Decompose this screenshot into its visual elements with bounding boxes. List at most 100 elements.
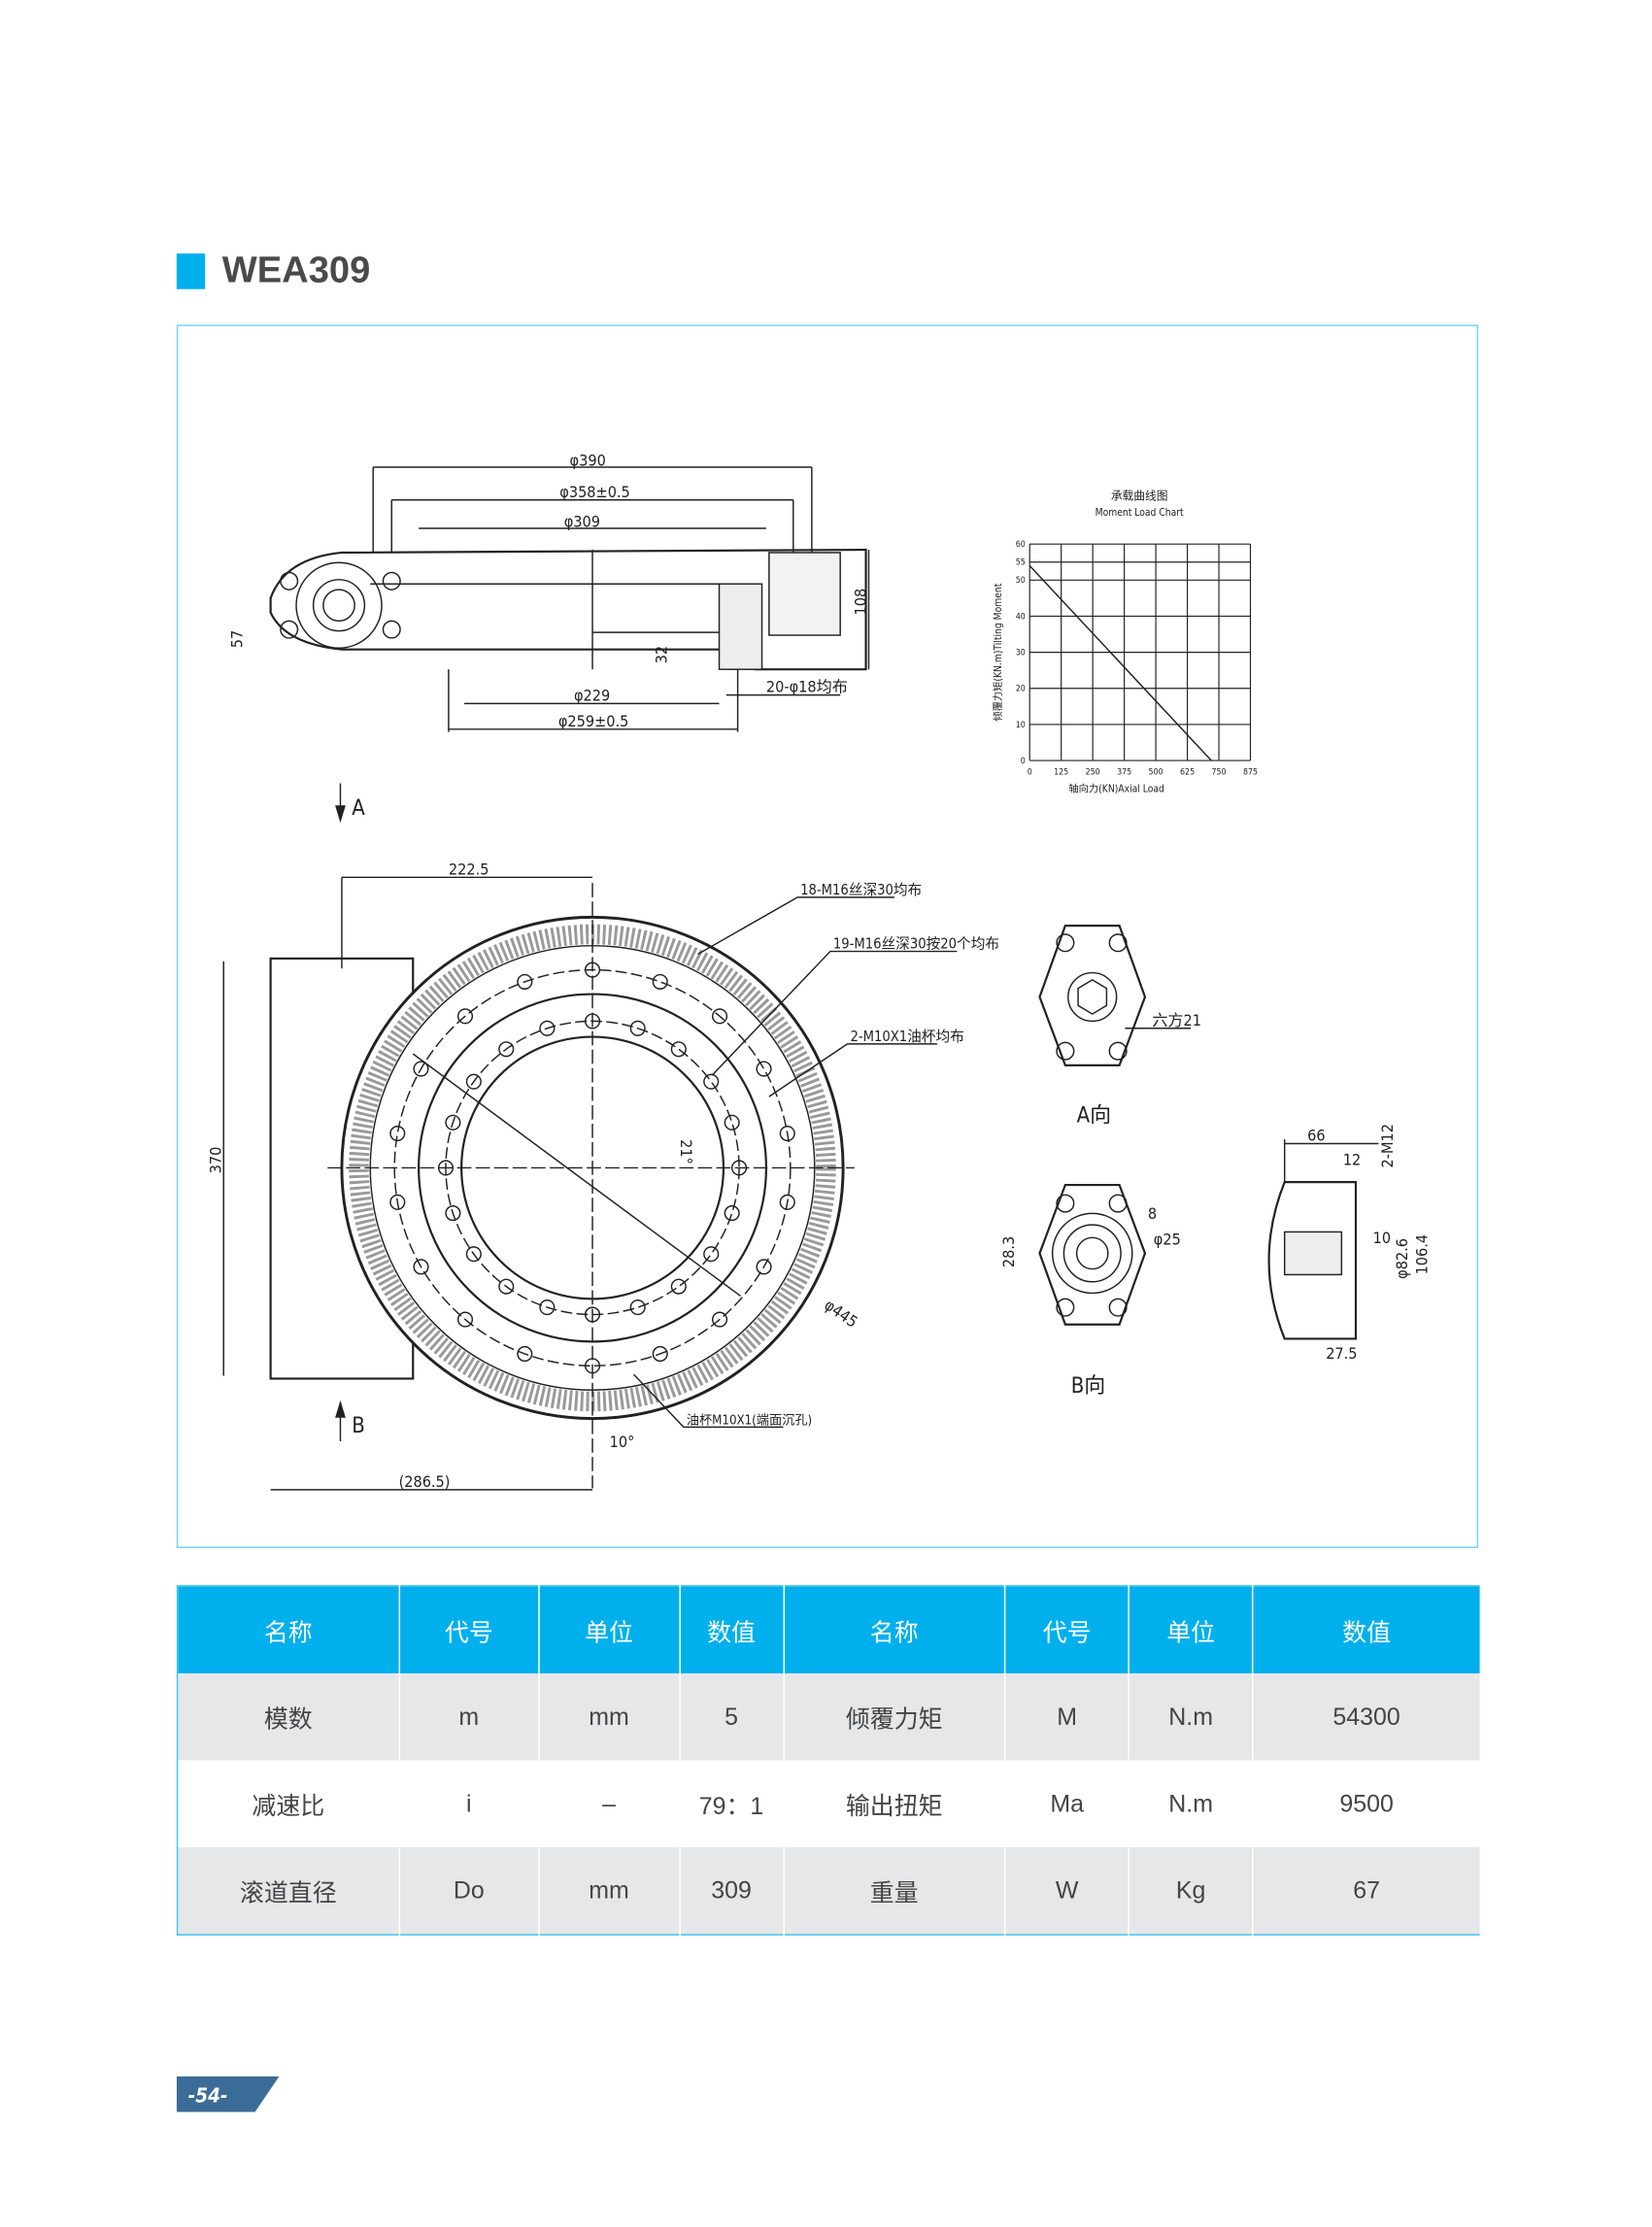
bolt-hole (730, 1160, 748, 1176)
bolt-hole (711, 1311, 728, 1328)
title-marker (176, 253, 206, 289)
page-number: -54- (188, 2083, 228, 2107)
table-cell: Kg (1129, 1846, 1254, 1936)
column-header: 代号 (399, 1585, 540, 1674)
table-cell: 减速比 (177, 1760, 400, 1847)
table-cell: 67 (1252, 1846, 1482, 1936)
svg-text:A: A (352, 796, 365, 821)
view-a: 六方21 A向 (1038, 925, 1201, 1129)
bolt-hole (389, 1125, 406, 1142)
section-view: 66 12 2-M12 10 φ82.6 106.4 27.5 (1267, 1124, 1431, 1363)
hex-label: 六方21 (1152, 1011, 1201, 1029)
table-cell: N.m (1129, 1760, 1254, 1847)
dim-10: 10 (1373, 1229, 1391, 1247)
bolt-hole (465, 1246, 482, 1263)
bolt-hole (584, 1358, 601, 1374)
dim-12: 12 (1343, 1151, 1361, 1169)
moment-load-chart: 承载曲线图 Moment Load Chart 轴向力(KN)Axial Loa… (992, 489, 1258, 795)
dim-259: φ259±0.5 (558, 712, 628, 730)
chart-title: 承载曲线图 (1111, 489, 1168, 503)
table-cell: 54300 (1252, 1673, 1482, 1761)
bolt-hole (517, 1345, 533, 1363)
bolt-hole (456, 1008, 474, 1025)
table-cell: Do (399, 1846, 540, 1936)
column-header: 数值 (1252, 1585, 1482, 1674)
table-cell: 309 (679, 1846, 785, 1936)
table-cell: 79：1 (679, 1760, 785, 1847)
table-cell: 输出扭矩 (783, 1760, 1006, 1847)
table-cell: mm (538, 1846, 681, 1936)
column-header: 数值 (679, 1585, 785, 1674)
dim-370: 370 (206, 1147, 224, 1174)
bolt-hole (652, 1345, 668, 1363)
table-cell: mm (538, 1673, 681, 1761)
view-b: 8 φ25 28.3 B向 (999, 1183, 1181, 1399)
svg-text:B: B (352, 1414, 365, 1438)
bolt-hole (445, 1205, 461, 1222)
bolt-hole (389, 1194, 406, 1210)
bolt-hole (629, 1299, 646, 1316)
dim-27: 27.5 (1326, 1344, 1357, 1363)
bolt-hole (779, 1194, 795, 1210)
dim-82: φ82.6 (1393, 1238, 1411, 1279)
bolt-hole (724, 1205, 740, 1222)
view-a-label: A向 (1077, 1104, 1112, 1129)
view-arrow-b: B (335, 1400, 365, 1441)
bolt-hole (703, 1073, 720, 1090)
bolt-hole (584, 1013, 601, 1029)
bolt-hole (724, 1114, 740, 1130)
y-tick-label: 60 (1016, 540, 1026, 550)
x-tick-label: 625 (1180, 768, 1195, 778)
column-header: 单位 (538, 1585, 681, 1674)
table-cell: 9500 (1252, 1760, 1482, 1847)
series-line (1028, 564, 1212, 761)
table-cell: m (399, 1673, 540, 1761)
table-cell: N.m (1129, 1673, 1254, 1761)
x-tick-label: 750 (1211, 768, 1226, 778)
table-cell: 5 (679, 1673, 785, 1761)
dim-309: φ309 (564, 513, 600, 531)
main-view: 222.5 370 (286.5) 21° 10° φ445 18-M16丝深3… (206, 860, 999, 1491)
chart-ylabel: 倾覆力矩(KN.m)Tilting Moment (992, 583, 1004, 721)
x-tick-label: 0 (1028, 768, 1032, 778)
table-cell: i (399, 1760, 540, 1847)
y-tick-label: 50 (1016, 576, 1026, 586)
angle-21: 21° (677, 1139, 695, 1164)
bolt-hole (539, 1020, 556, 1036)
bolt-hole (413, 1061, 429, 1077)
page-number-badge: -54- (176, 2076, 280, 2112)
table-cell: 滚道直径 (177, 1846, 400, 1936)
bolt-hole (437, 1160, 455, 1176)
dim-229: φ229 (574, 686, 610, 704)
bolt-hole (629, 1020, 646, 1036)
chart-xlabel: 轴向力(KN)Axial Load (1068, 782, 1164, 794)
dim-390: φ390 (570, 452, 606, 470)
bolt-hole (652, 973, 668, 990)
bolt-hole (517, 973, 533, 990)
technical-drawing: φ390 φ358±0.5 φ309 φ229 φ259±0.5 57 108 … (206, 452, 1431, 1491)
y-tick-label: 55 (1016, 558, 1026, 568)
bolt-hole (539, 1299, 556, 1316)
dim-106: 106.4 (1412, 1234, 1431, 1275)
x-tick-label: 250 (1086, 768, 1100, 778)
y-tick-label: 30 (1016, 649, 1026, 658)
dim-32: 32 (652, 646, 670, 663)
x-tick-label: 375 (1117, 768, 1131, 778)
table-header: 名称代号单位数值名称代号单位数值 (177, 1585, 1482, 1674)
table-cell: Ma (1004, 1760, 1130, 1847)
note-grease-cup-end: 油杯M10X1(端面沉孔) (687, 1412, 812, 1428)
bolt-hole (670, 1041, 687, 1058)
bolt-hole (779, 1125, 795, 1142)
bolt-hole (584, 1306, 601, 1323)
note-bolts-19: 19-M16丝深30按20个均布 (833, 936, 999, 953)
bolt-hole (756, 1061, 772, 1077)
dim-66: 66 (1307, 1127, 1325, 1145)
dim-108: 108 (852, 589, 870, 616)
note-bolts-18: 18-M16丝深30均布 (800, 882, 922, 898)
x-tick-label: 500 (1149, 768, 1163, 778)
chart-subtitle: Moment Load Chart (1096, 507, 1184, 519)
bolt-hole (445, 1114, 461, 1130)
